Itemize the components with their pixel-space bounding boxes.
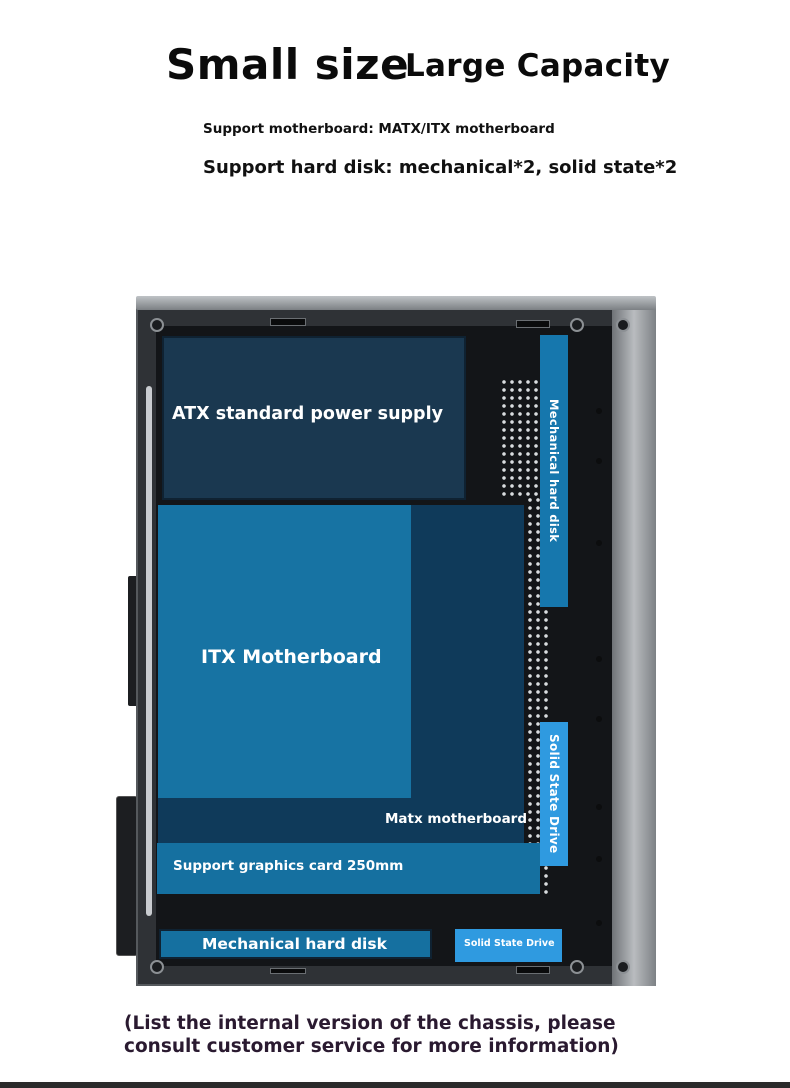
footnote: (List the internal version of the chassi… — [124, 1013, 619, 1057]
rear-bar — [146, 386, 152, 916]
spec-motherboard: Support motherboard: MATX/ITX motherboar… — [203, 121, 555, 137]
rear-bracket-upper — [128, 576, 138, 706]
bottom-slot — [516, 966, 550, 974]
zone-solid-state-drive-bottom: Solid State Drive — [455, 929, 562, 962]
rear-bracket — [116, 796, 138, 956]
zone-solid-state-drive-vertical-label: Solid State Drive — [547, 734, 561, 854]
rail-hole — [596, 408, 602, 414]
rail-hole — [596, 920, 602, 926]
zone-itx-motherboard: ITX Motherboard — [158, 505, 411, 798]
rail-hole — [596, 458, 602, 464]
rail-hole — [596, 804, 602, 810]
zone-solid-state-drive-vertical: Solid State Drive — [540, 722, 568, 866]
rail-hole — [596, 856, 602, 862]
zone-graphics-card-label: Support graphics card 250mm — [173, 858, 404, 874]
screw-icon — [616, 960, 630, 974]
case-side-panel — [612, 306, 656, 986]
bottom-slot — [270, 968, 306, 974]
screw-icon — [150, 960, 164, 974]
zone-mechanical-hard-disk-vertical-label: Mechanical hard disk — [547, 399, 561, 543]
headline: Small size Large Capacity — [0, 40, 790, 100]
screw-icon — [150, 318, 164, 332]
headline-sub: Large Capacity — [405, 48, 670, 84]
top-slot — [270, 318, 306, 326]
zone-mechanical-hard-disk-bottom-label: Mechanical hard disk — [202, 935, 387, 953]
zone-matx-motherboard-label: Matx motherboard — [385, 811, 527, 827]
screw-icon — [616, 318, 630, 332]
case-top-rim — [136, 296, 656, 310]
zone-itx-motherboard-label: ITX Motherboard — [201, 646, 382, 668]
top-slot — [516, 320, 550, 328]
rail-hole — [596, 656, 602, 662]
zone-power-supply-label: ATX standard power supply — [172, 404, 443, 424]
vent-grid — [500, 378, 540, 498]
zone-solid-state-drive-bottom-label: Solid State Drive — [464, 938, 555, 949]
spec-hard-disk: Support hard disk: mechanical*2, solid s… — [203, 157, 678, 178]
zone-power-supply: ATX standard power supply — [162, 336, 466, 500]
screw-icon — [570, 960, 584, 974]
rail-hole — [596, 716, 602, 722]
zone-graphics-card: Support graphics card 250mm — [157, 843, 540, 894]
zone-mechanical-hard-disk-vertical: Mechanical hard disk — [540, 335, 568, 607]
bottom-divider — [0, 1082, 790, 1088]
screw-icon — [570, 318, 584, 332]
zone-mechanical-hard-disk-bottom: Mechanical hard disk — [159, 929, 432, 959]
headline-main: Small size — [166, 40, 410, 89]
rail-hole — [596, 540, 602, 546]
